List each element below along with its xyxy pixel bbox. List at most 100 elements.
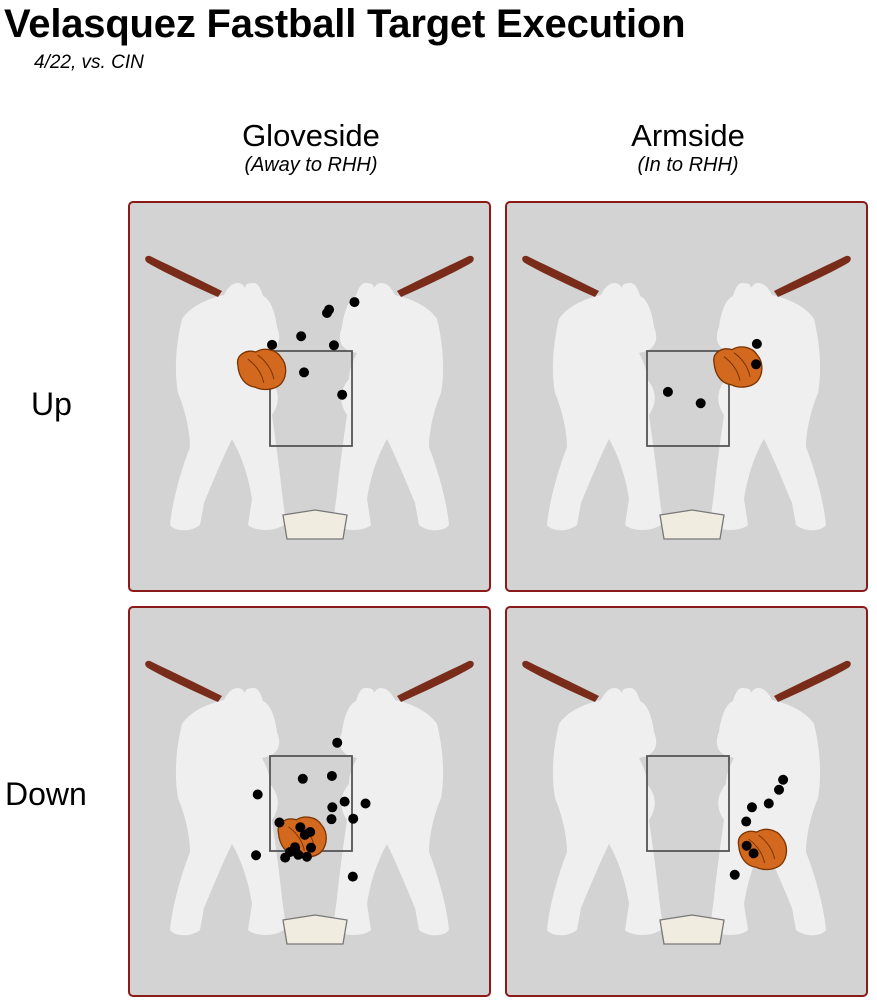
glove-lace bbox=[733, 352, 751, 377]
pitch-point bbox=[267, 339, 278, 350]
row-label-down: Down bbox=[5, 776, 87, 812]
pitch-point bbox=[751, 338, 762, 349]
chart-title: Velasquez Fastball Target Execution bbox=[4, 2, 686, 46]
pitch-point bbox=[297, 773, 308, 784]
bat-icon bbox=[774, 255, 851, 297]
pitch-point bbox=[285, 846, 296, 857]
home-plate-icon bbox=[659, 914, 725, 945]
column-label: Armside bbox=[631, 118, 745, 153]
column-sublabel: (In to RHH) bbox=[637, 154, 739, 176]
batter-silhouette-icon bbox=[710, 255, 851, 531]
catcher-glove-icon bbox=[713, 346, 763, 388]
batter-body bbox=[333, 688, 449, 936]
pitch-point bbox=[347, 871, 358, 882]
bat-icon bbox=[145, 255, 222, 297]
bat-icon bbox=[145, 660, 222, 702]
catcher-glove-icon bbox=[737, 828, 788, 871]
pitch-point bbox=[299, 367, 310, 378]
glove-body bbox=[737, 828, 788, 871]
pitch-point bbox=[295, 822, 306, 833]
pitch-point bbox=[348, 813, 359, 824]
home-plate-icon bbox=[282, 509, 348, 540]
glove-lace bbox=[257, 354, 275, 380]
batter-body bbox=[710, 688, 826, 936]
pitch-point bbox=[763, 798, 774, 809]
panel-graphics bbox=[145, 255, 474, 540]
catcher-glove-icon bbox=[236, 348, 287, 391]
pitch-point bbox=[662, 386, 673, 397]
glove-lace bbox=[288, 826, 305, 851]
pitch-point bbox=[778, 774, 789, 785]
panel-down-gloveside bbox=[128, 606, 491, 997]
pitch-point bbox=[339, 796, 350, 807]
pitch-point bbox=[332, 737, 343, 748]
panel-graphics bbox=[522, 255, 851, 540]
pitch-point bbox=[337, 389, 348, 400]
glove-body bbox=[713, 346, 763, 388]
bat-icon bbox=[522, 255, 599, 297]
scatter-plot bbox=[522, 660, 851, 945]
batter-body bbox=[333, 283, 449, 531]
pitch-point bbox=[729, 869, 740, 880]
scatter-plot bbox=[145, 255, 474, 540]
bat-icon bbox=[774, 660, 851, 702]
batter-body bbox=[547, 283, 663, 531]
pitch-point bbox=[299, 829, 310, 840]
scatter-plot bbox=[145, 660, 474, 945]
panel-up-armside bbox=[505, 201, 868, 592]
glove-body bbox=[236, 348, 287, 391]
scatter-plot bbox=[522, 255, 851, 540]
pitch-point bbox=[324, 304, 335, 315]
glove-lace bbox=[758, 834, 776, 860]
strike-zone bbox=[646, 350, 730, 447]
pitch-point bbox=[326, 770, 337, 781]
pitch-point bbox=[695, 398, 706, 409]
batter-silhouette-icon bbox=[710, 660, 851, 936]
pitch-point bbox=[741, 840, 752, 851]
pitch-point bbox=[326, 814, 337, 825]
batter-silhouette-icon bbox=[333, 660, 474, 936]
column-label: Gloveside bbox=[242, 118, 380, 153]
bat-icon bbox=[397, 255, 474, 297]
column-header-gloveside: Gloveside (Away to RHH) bbox=[128, 119, 494, 177]
column-sublabel: (Away to RHH) bbox=[244, 154, 378, 176]
pitch-point bbox=[251, 850, 262, 861]
bat-icon bbox=[522, 660, 599, 702]
pitch-point bbox=[751, 359, 762, 370]
column-header-armside: Armside (In to RHH) bbox=[505, 119, 871, 177]
pitch-point bbox=[328, 340, 339, 351]
panel-up-gloveside bbox=[128, 201, 491, 592]
pitch-point bbox=[360, 798, 371, 809]
panel-down-armside bbox=[505, 606, 868, 997]
home-plate-icon bbox=[282, 914, 348, 945]
pitch-point bbox=[741, 816, 752, 827]
strike-zone bbox=[646, 755, 730, 852]
batter-silhouette-icon bbox=[333, 255, 474, 531]
batter-silhouette-icon bbox=[145, 660, 286, 936]
batter-body bbox=[547, 688, 663, 936]
pitch-point bbox=[349, 297, 360, 308]
batter-body bbox=[170, 283, 286, 531]
bat-icon bbox=[397, 660, 474, 702]
pitch-point bbox=[306, 842, 316, 853]
strike-zone bbox=[269, 350, 353, 447]
batter-body bbox=[170, 688, 286, 936]
batter-silhouette-icon bbox=[522, 660, 663, 936]
row-label-up: Up bbox=[31, 386, 72, 422]
pitch-point bbox=[296, 331, 307, 342]
panel-graphics bbox=[145, 660, 474, 945]
pitch-point bbox=[252, 789, 263, 800]
home-plate-icon bbox=[659, 509, 725, 540]
panel-graphics bbox=[522, 660, 851, 945]
chart-subtitle: 4/22, vs. CIN bbox=[34, 52, 144, 73]
glove-lace bbox=[723, 356, 741, 381]
batter-body bbox=[710, 283, 826, 531]
pitch-point bbox=[327, 802, 338, 813]
glove-lace bbox=[748, 838, 766, 864]
pitch-point bbox=[774, 784, 785, 795]
glove-lace bbox=[247, 358, 265, 384]
pitch-point bbox=[293, 849, 304, 860]
pitch-point bbox=[274, 817, 285, 828]
pitch-point bbox=[748, 848, 759, 859]
batter-silhouette-icon bbox=[145, 255, 286, 531]
